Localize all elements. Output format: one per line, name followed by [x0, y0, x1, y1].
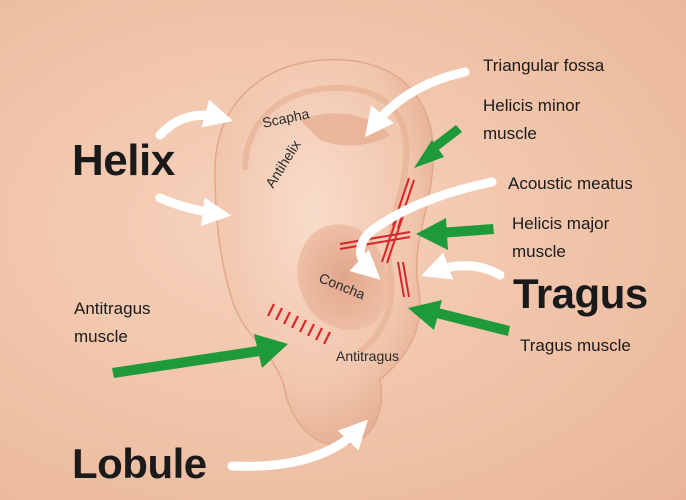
antitragus-muscle-label-line2: muscle — [74, 327, 128, 347]
tragus-arrow — [432, 266, 500, 275]
helicis-major-label-line2: muscle — [512, 242, 566, 262]
helicis-major-label-line1: Helicis major — [512, 214, 609, 234]
helix-arrow-lower — [160, 198, 220, 214]
helix-label: Helix — [72, 136, 175, 187]
triangular-fossa-label: Triangular fossa — [483, 56, 604, 76]
acoustic-meatus-label: Acoustic meatus — [508, 174, 633, 194]
lobule-label: Lobule — [72, 440, 207, 488]
tragus-muscle-arrow — [408, 300, 510, 336]
helicis-major-arrow — [416, 218, 494, 250]
antitragus-muscle-arrow — [112, 334, 288, 378]
antitragus-muscle-label-line1: Antitragus — [74, 299, 151, 319]
tragus-muscle-label: Tragus muscle — [520, 336, 631, 356]
helicis-minor-label-line2: muscle — [483, 124, 537, 144]
tragus-label: Tragus — [513, 270, 648, 318]
helix-arrow-upper — [160, 115, 222, 135]
antitragus-label: Antitragus — [336, 348, 399, 364]
helicis-minor-label-line1: Helicis minor — [483, 96, 580, 116]
